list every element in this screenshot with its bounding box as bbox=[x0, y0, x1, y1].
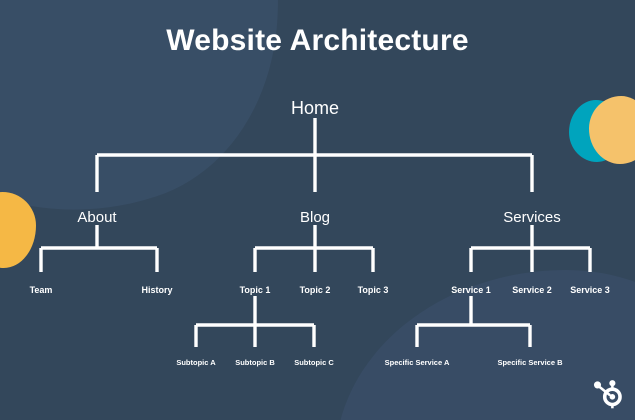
tree-node-subtopic-c[interactable]: Subtopic C bbox=[294, 358, 334, 367]
tree-node-about[interactable]: About bbox=[77, 209, 117, 226]
tree-node-team[interactable]: Team bbox=[29, 285, 53, 295]
tree-node-service-3[interactable]: Service 3 bbox=[570, 285, 610, 295]
tree-node-subtopic-a[interactable]: Subtopic A bbox=[176, 358, 216, 367]
hubspot-sprocket-logo bbox=[593, 380, 622, 409]
tree-node-home[interactable]: Home bbox=[290, 98, 340, 118]
tree-node-service-2[interactable]: Service 2 bbox=[512, 285, 552, 295]
tree-node-blog[interactable]: Blog bbox=[299, 209, 331, 226]
tree-node-specific-service-a[interactable]: Specific Service A bbox=[384, 358, 450, 367]
tree-node-topic-3[interactable]: Topic 3 bbox=[357, 285, 389, 295]
tree-node-specific-service-b[interactable]: Specific Service B bbox=[497, 358, 563, 367]
tree-node-subtopic-b[interactable]: Subtopic B bbox=[235, 358, 275, 367]
tree-node-topic-1[interactable]: Topic 1 bbox=[239, 285, 271, 295]
tree-node-topic-2[interactable]: Topic 2 bbox=[299, 285, 331, 295]
page-title: Website Architecture bbox=[166, 24, 469, 57]
tree-node-history[interactable]: History bbox=[141, 285, 173, 295]
tree-node-services[interactable]: Services bbox=[503, 209, 561, 226]
tree-node-service-1[interactable]: Service 1 bbox=[451, 285, 491, 295]
